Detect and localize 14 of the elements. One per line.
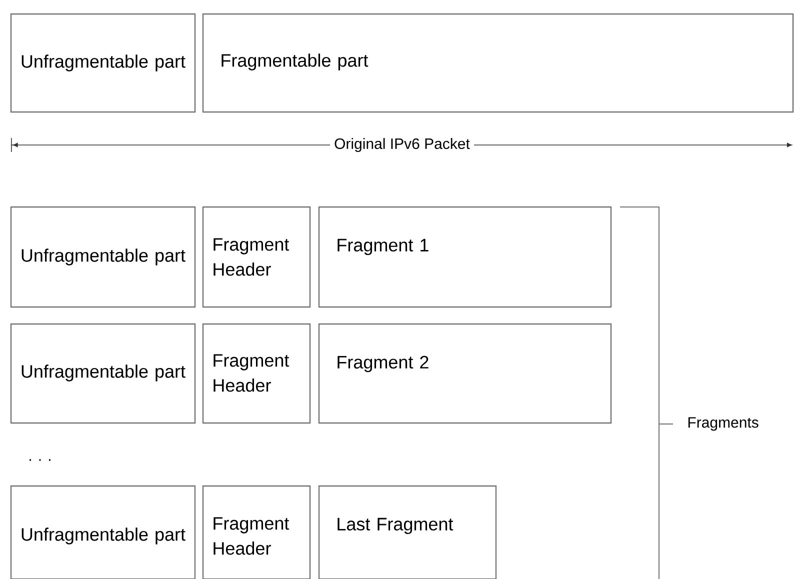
- box: Fragment Header: [202, 485, 311, 579]
- box: Last Fragment: [318, 485, 497, 579]
- box: Unfragmentable part: [10, 323, 196, 424]
- box: Fragment Header: [202, 206, 311, 308]
- bracket-label: Fragments: [683, 413, 763, 435]
- box: Fragment 2: [318, 323, 612, 424]
- box: Fragmentable part: [202, 13, 794, 113]
- box: Unfragmentable part: [10, 485, 196, 579]
- dimension-label: Original IPv6 Packet: [330, 134, 474, 156]
- ellipsis: . . .: [24, 455, 56, 465]
- box: Fragment 1: [318, 206, 612, 308]
- box: Fragment Header: [202, 323, 311, 424]
- box: Unfragmentable part: [10, 206, 196, 308]
- box: Unfragmentable part: [10, 13, 196, 113]
